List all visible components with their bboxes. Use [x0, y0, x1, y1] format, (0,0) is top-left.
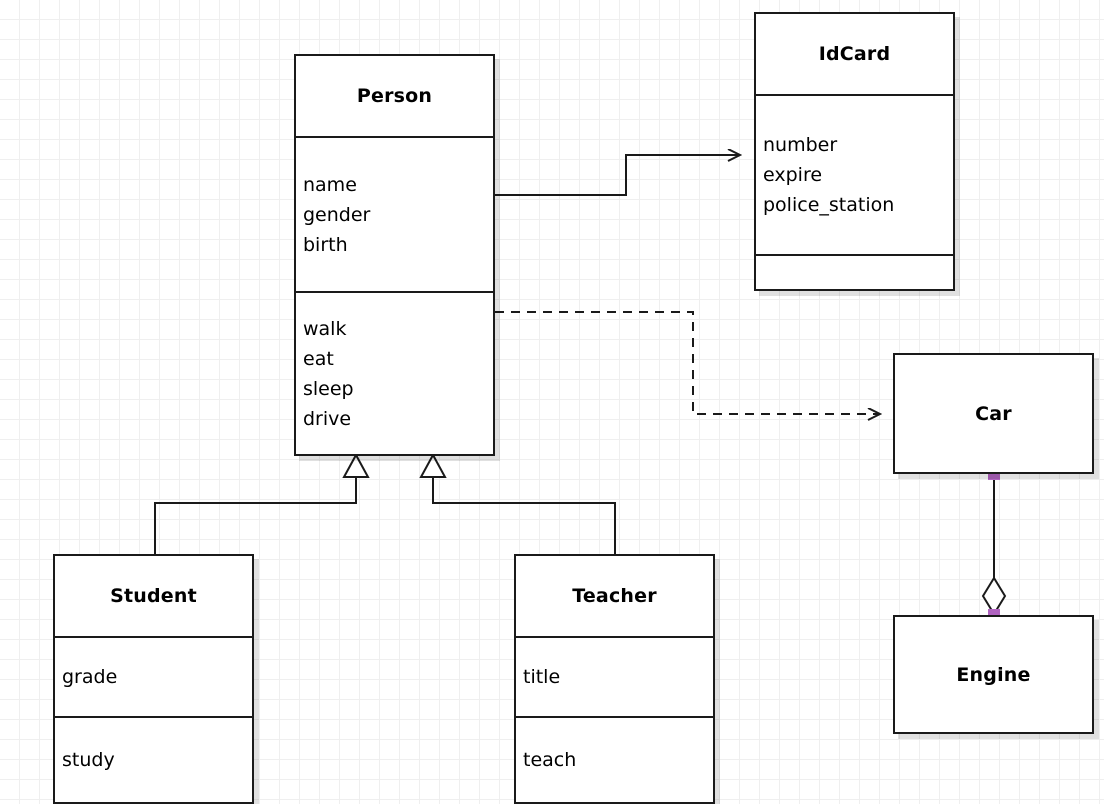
class-attributes-student: grade: [55, 636, 252, 716]
class-name-label: Car: [975, 402, 1012, 425]
class-attributes-teacher: title: [516, 636, 713, 716]
operation-row: sleep: [303, 377, 354, 400]
class-title-person: Person: [296, 56, 493, 136]
class-operations-idcard: [756, 254, 953, 289]
class-attributes-person: name gender birth: [296, 136, 493, 291]
attribute-row: expire: [763, 164, 823, 186]
operation-row: walk: [303, 317, 347, 340]
relation-association-person-idcard[interactable]: [495, 155, 740, 196]
class-name-label: IdCard: [818, 43, 891, 65]
relation-dependency-person-car[interactable]: [495, 311, 880, 414]
class-operations-student: study: [55, 716, 252, 802]
relation-aggregation-car-engine[interactable]: [981, 468, 1007, 621]
generalization-line-teacher[interactable]: [432, 474, 616, 554]
class-name-label: Engine: [956, 663, 1031, 686]
attribute-row: name: [303, 173, 357, 196]
uml-class-person[interactable]: Person name gender birth walk eat sleep …: [294, 54, 495, 456]
class-operations-person: walk eat sleep drive: [296, 291, 493, 454]
hollow-diamond-icon: [981, 576, 1007, 616]
uml-class-idcard[interactable]: IdCard number expire police_station: [754, 12, 955, 291]
attribute-row: title: [523, 666, 561, 688]
relation-generalization-student-person[interactable]: [154, 452, 370, 554]
dependency-line[interactable]: [495, 311, 880, 414]
class-name-label: Student: [110, 585, 197, 607]
hollow-triangle-icon: [342, 452, 370, 478]
relation-generalization-teacher-person[interactable]: [419, 452, 616, 554]
association-line[interactable]: [495, 155, 740, 196]
class-attributes-idcard: number expire police_station: [756, 94, 953, 254]
attribute-row: number: [763, 134, 838, 156]
attribute-row: police_station: [763, 194, 895, 216]
operation-row: drive: [303, 407, 352, 430]
uml-class-car[interactable]: Car: [893, 353, 1094, 474]
operation-row: study: [62, 749, 115, 771]
uml-class-teacher[interactable]: Teacher title teach: [514, 554, 715, 804]
attribute-row: birth: [303, 233, 348, 256]
uml-class-student[interactable]: Student grade study: [53, 554, 254, 804]
attribute-row: gender: [303, 203, 371, 226]
class-title-teacher: Teacher: [516, 556, 713, 636]
class-name-label: Person: [356, 85, 433, 107]
attribute-row: grade: [62, 666, 118, 688]
hollow-triangle-icon: [419, 452, 447, 478]
class-title-engine: Engine: [895, 617, 1092, 732]
operation-row: eat: [303, 347, 334, 370]
uml-class-engine[interactable]: Engine: [893, 615, 1094, 734]
class-operations-teacher: teach: [516, 716, 713, 802]
generalization-line-student[interactable]: [154, 474, 357, 554]
class-title-student: Student: [55, 556, 252, 636]
class-name-label: Teacher: [572, 585, 657, 607]
operation-row: teach: [523, 749, 577, 771]
class-title-idcard: IdCard: [756, 14, 953, 94]
class-title-car: Car: [895, 355, 1092, 472]
